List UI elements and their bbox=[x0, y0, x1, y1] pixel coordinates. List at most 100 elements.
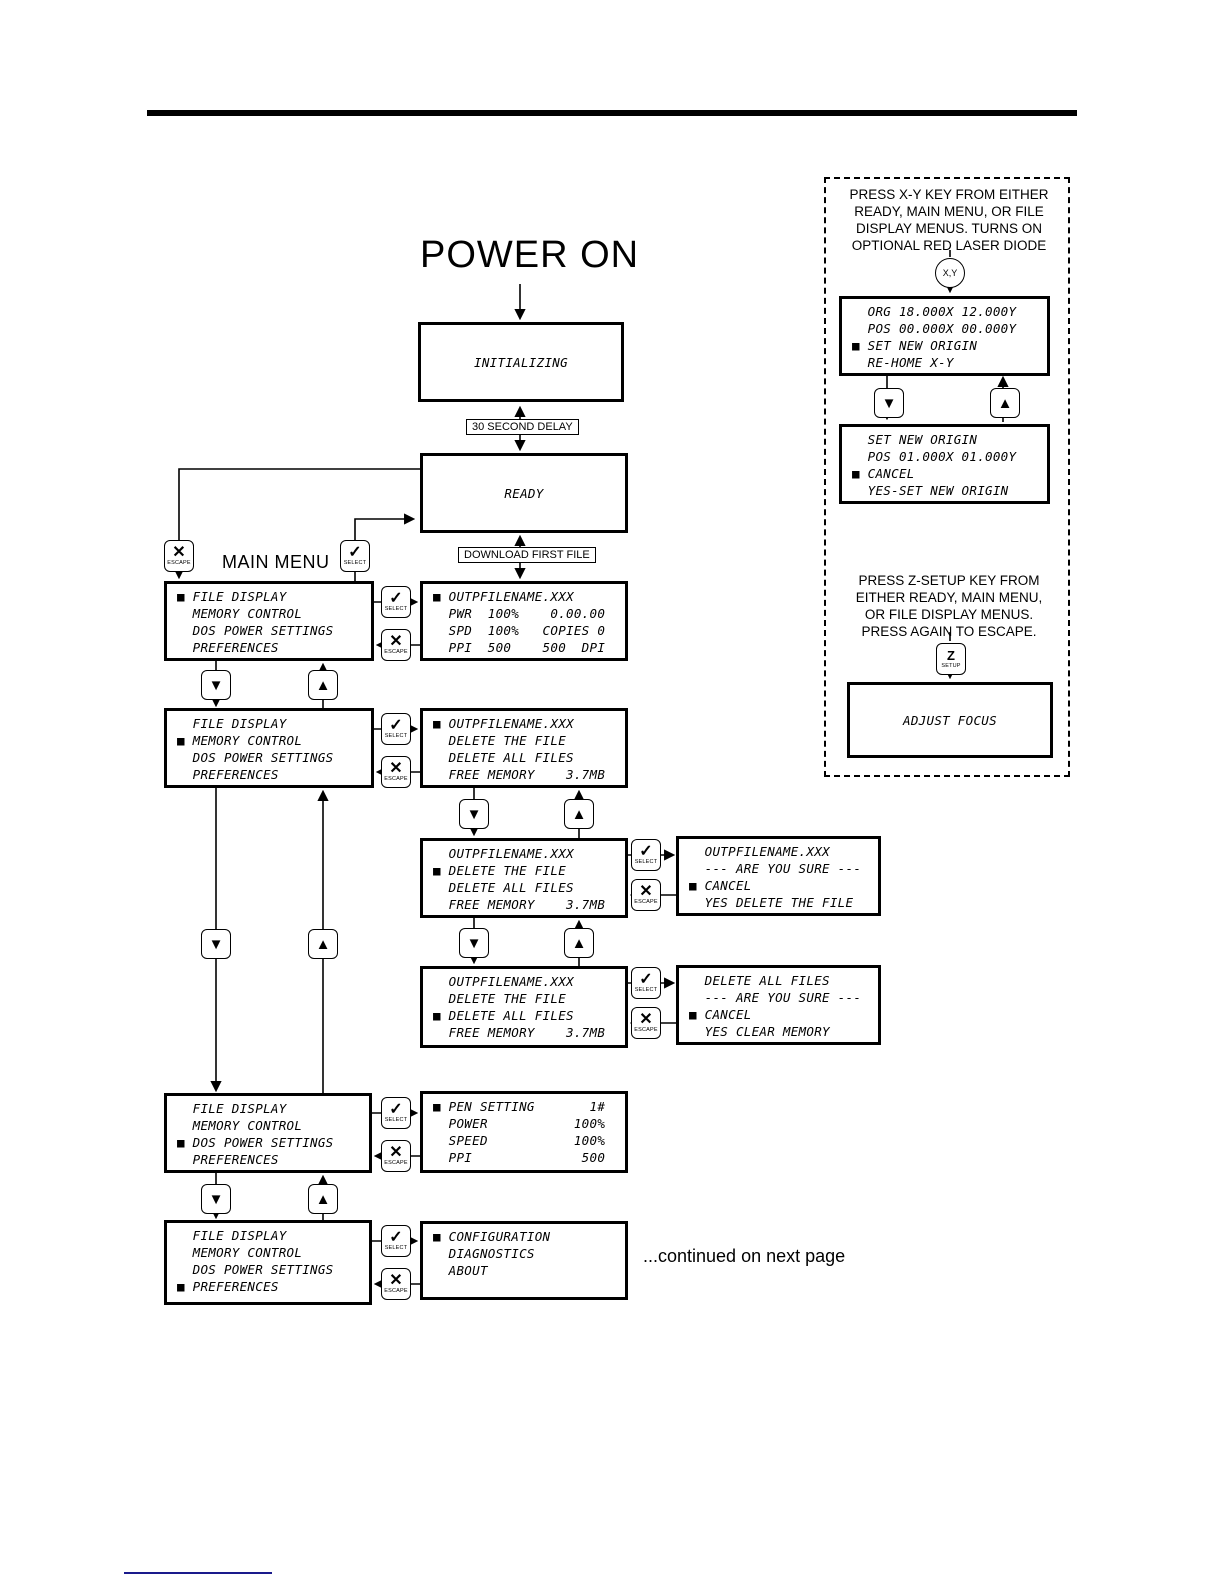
down-arrow-icon: ▼ bbox=[208, 1190, 224, 1208]
select-icon: ✓ bbox=[389, 589, 403, 607]
lcd-text: ■ SET NEW ORIGIN bbox=[852, 338, 978, 353]
up-arrow-key[interactable]: ▲ bbox=[308, 670, 338, 700]
lcd-text: PPI 500 bbox=[433, 1150, 606, 1165]
lcd-text: POS 01.000X 01.000Y bbox=[852, 449, 1017, 464]
escape-key-label: ESCAPE bbox=[384, 1159, 408, 1166]
lcd-text: ■ CANCEL bbox=[689, 1007, 752, 1022]
menu-line: DOS POWER SETTINGS bbox=[177, 1262, 334, 1277]
menu-line: FILE DISPLAY bbox=[177, 1228, 287, 1243]
menu-line: ■ DOS POWER SETTINGS bbox=[177, 1135, 334, 1150]
select-key-delete-file[interactable]: ✓ SELECT bbox=[631, 839, 661, 871]
select-key-label: SELECT bbox=[384, 732, 408, 739]
menu-line: MEMORY CONTROL bbox=[177, 1245, 303, 1260]
lcd-text: --- ARE YOU SURE --- bbox=[689, 990, 862, 1005]
note-line: OPTIONAL RED LASER DIODE bbox=[851, 238, 1047, 253]
select-key-label: SELECT bbox=[384, 1116, 408, 1123]
up-arrow-key[interactable]: ▲ bbox=[308, 929, 338, 959]
lcd-text: YES-SET NEW ORIGIN bbox=[852, 483, 1009, 498]
lcd-text: ■ CONFIGURATION bbox=[433, 1229, 551, 1244]
select-key-ready[interactable]: ✓ SELECT bbox=[340, 540, 370, 572]
lcd-text: OUTPFILENAME.XXX bbox=[689, 844, 830, 859]
down-arrow-key[interactable]: ▼ bbox=[201, 1184, 231, 1214]
page-top-rule bbox=[147, 110, 1077, 116]
select-key-label: SELECT bbox=[384, 605, 408, 612]
lcd-text: ADJUST FOCUS bbox=[903, 712, 997, 728]
escape-key-label: ESCAPE bbox=[634, 1026, 658, 1033]
select-key-3[interactable]: ✓ SELECT bbox=[381, 1097, 411, 1129]
down-arrow-icon: ▼ bbox=[208, 935, 224, 953]
xy-key[interactable]: X,Y bbox=[935, 258, 965, 288]
select-icon: ✓ bbox=[389, 716, 403, 734]
down-arrow-key[interactable]: ▼ bbox=[874, 388, 904, 418]
menu-line: PREFERENCES bbox=[177, 1152, 279, 1167]
escape-key-3[interactable]: ✕ ESCAPE bbox=[381, 1140, 411, 1172]
note-line: READY, MAIN MENU, OR FILE bbox=[854, 204, 1044, 219]
up-arrow-icon: ▲ bbox=[315, 676, 331, 694]
note-line: DISPLAY MENUS. TURNS ON bbox=[855, 221, 1043, 236]
lcd-text: DELETE ALL FILES bbox=[433, 880, 574, 895]
down-arrow-key[interactable]: ▼ bbox=[201, 929, 231, 959]
escape-key-ready[interactable]: ✕ ESCAPE bbox=[164, 540, 194, 572]
select-icon: ✓ bbox=[389, 1228, 403, 1246]
escape-key-delete-file[interactable]: ✕ ESCAPE bbox=[631, 879, 661, 911]
screen-file-display: ■ OUTPFILENAME.XXX PWR 100% 0.00.00 SPD … bbox=[420, 581, 628, 661]
delay-label: 30 SECOND DELAY bbox=[466, 419, 579, 435]
escape-key-label: ESCAPE bbox=[634, 898, 658, 905]
down-arrow-icon: ▼ bbox=[881, 394, 897, 412]
escape-key-label: ESCAPE bbox=[384, 648, 408, 655]
lcd-text: POWER 100% bbox=[433, 1116, 606, 1131]
down-arrow-key[interactable]: ▼ bbox=[459, 799, 489, 829]
z-setup-note: PRESS Z-SETUP KEY FROM EITHER READY, MAI… bbox=[830, 572, 1068, 640]
menu-line: ■ MEMORY CONTROL bbox=[177, 733, 303, 748]
screen-xy-origin-1: ORG 18.000X 12.000Y POS 00.000X 00.000Y … bbox=[839, 296, 1050, 376]
escape-key-delete-all[interactable]: ✕ ESCAPE bbox=[631, 1007, 661, 1039]
lcd-text: POS 00.000X 00.000Y bbox=[852, 321, 1017, 336]
up-arrow-key[interactable]: ▲ bbox=[308, 1184, 338, 1214]
menu-line: ■ PREFERENCES bbox=[177, 1279, 279, 1294]
select-icon: ✓ bbox=[639, 842, 653, 860]
escape-key-2[interactable]: ✕ ESCAPE bbox=[381, 756, 411, 788]
escape-key-1[interactable]: ✕ ESCAPE bbox=[381, 629, 411, 661]
select-key-1[interactable]: ✓ SELECT bbox=[381, 586, 411, 618]
lcd-text: OUTPFILENAME.XXX bbox=[433, 974, 574, 989]
select-icon: ✓ bbox=[348, 543, 362, 561]
up-arrow-icon: ▲ bbox=[997, 394, 1013, 412]
up-arrow-icon: ▲ bbox=[315, 935, 331, 953]
select-key-4[interactable]: ✓ SELECT bbox=[381, 1225, 411, 1257]
xy-z-setup-panel: PRESS X-Y KEY FROM EITHER READY, MAIN ME… bbox=[824, 177, 1070, 777]
escape-key-4[interactable]: ✕ ESCAPE bbox=[381, 1268, 411, 1300]
z-setup-key[interactable]: Z SETUP bbox=[936, 643, 966, 675]
note-line: PRESS Z-SETUP KEY FROM bbox=[858, 573, 1040, 588]
escape-icon: ✕ bbox=[389, 1143, 403, 1161]
select-icon: ✓ bbox=[389, 1100, 403, 1118]
screen-xy-origin-2: SET NEW ORIGIN POS 01.000X 01.000Y ■ CAN… bbox=[839, 424, 1050, 504]
lcd-text: SPD 100% COPIES 0 bbox=[433, 623, 606, 638]
lcd-text: FREE MEMORY 3.7MB bbox=[433, 767, 606, 782]
lcd-text: ■ DELETE ALL FILES bbox=[433, 1008, 574, 1023]
down-arrow-icon: ▼ bbox=[208, 676, 224, 694]
up-arrow-key[interactable]: ▲ bbox=[564, 799, 594, 829]
menu-line: FILE DISPLAY bbox=[177, 1101, 287, 1116]
select-icon: ✓ bbox=[639, 970, 653, 988]
lcd-text: ■ CANCEL bbox=[689, 878, 752, 893]
up-arrow-key[interactable]: ▲ bbox=[564, 928, 594, 958]
lcd-text: DELETE THE FILE bbox=[433, 991, 567, 1006]
lcd-text: OUTPFILENAME.XXX bbox=[433, 846, 574, 861]
menu-line: ■ FILE DISPLAY bbox=[177, 589, 287, 604]
select-key-delete-all[interactable]: ✓ SELECT bbox=[631, 967, 661, 999]
down-arrow-key[interactable]: ▼ bbox=[459, 928, 489, 958]
up-arrow-icon: ▲ bbox=[571, 934, 587, 952]
escape-key-label: ESCAPE bbox=[167, 559, 191, 566]
screen-delete-all-confirm: DELETE ALL FILES --- ARE YOU SURE --- ■ … bbox=[676, 965, 881, 1045]
select-key-2[interactable]: ✓ SELECT bbox=[381, 713, 411, 745]
lcd-text: DELETE THE FILE bbox=[433, 733, 567, 748]
lcd-text: SET NEW ORIGIN bbox=[852, 432, 978, 447]
escape-icon: ✕ bbox=[389, 759, 403, 777]
down-arrow-key[interactable]: ▼ bbox=[201, 670, 231, 700]
escape-icon: ✕ bbox=[389, 632, 403, 650]
lcd-text: ■ OUTPFILENAME.XXX bbox=[433, 716, 574, 731]
screen-delete-file: OUTPFILENAME.XXX ■ DELETE THE FILE DELET… bbox=[420, 838, 628, 918]
up-arrow-key[interactable]: ▲ bbox=[990, 388, 1020, 418]
main-menu-heading: MAIN MENU bbox=[222, 552, 330, 572]
